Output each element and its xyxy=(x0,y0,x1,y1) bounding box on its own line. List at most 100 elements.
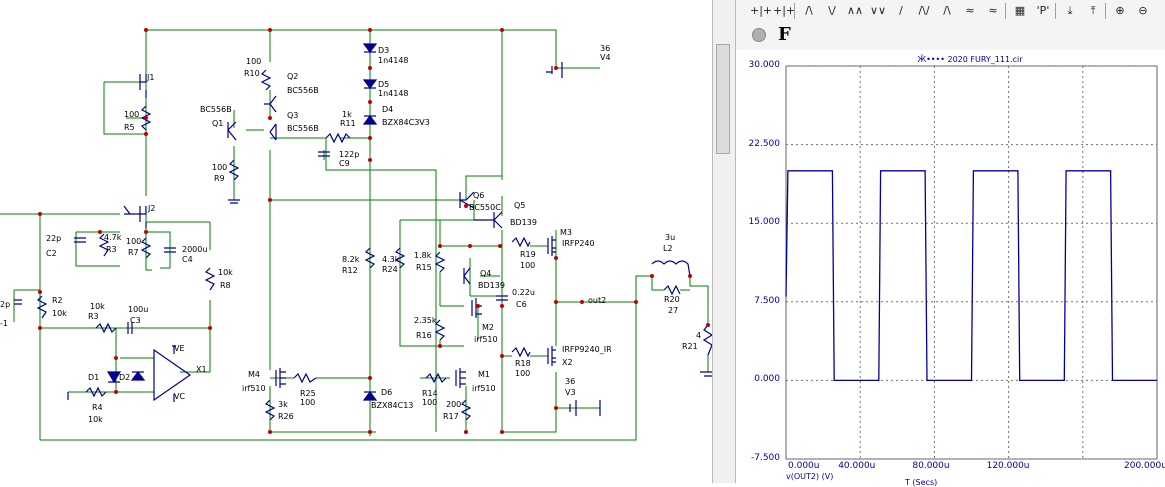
inflection-icon[interactable]: /\/ xyxy=(918,4,930,17)
schematic-label: D1 xyxy=(88,373,99,382)
schematic-label: 27 xyxy=(668,306,678,315)
schematic-label: M2 xyxy=(482,323,494,332)
schematic-label: 10k xyxy=(88,415,103,424)
schematic-label: D2 xyxy=(119,373,130,382)
schematic-label: BZX84C13 xyxy=(371,401,413,410)
schematic-canvas[interactable]: J1100R5100R10Q2BC556BBC556BQ1Q3BC556B100… xyxy=(0,0,712,483)
schematic-label: R15 xyxy=(416,263,432,272)
schematic-label: R3 xyxy=(106,245,117,254)
schematic-label: R19 xyxy=(520,250,536,259)
schematic-label: IRFP9240_IR xyxy=(562,345,612,354)
y-tick-label: 22.500 xyxy=(748,138,781,149)
y-tick-label: -7.500 xyxy=(750,453,780,463)
zoom-out-icon[interactable]: ⊖ xyxy=(1138,4,1148,17)
cursor-right-icon[interactable]: +|+ xyxy=(773,4,796,17)
schematic-label: irf510 xyxy=(474,335,498,344)
schematic-label: L2 xyxy=(663,244,673,253)
high-icon[interactable]: ∧∧ xyxy=(846,4,864,17)
point-tag-icon[interactable]: 'P' xyxy=(1036,4,1050,17)
go-to-y-icon[interactable]: ⤒ xyxy=(1090,4,1096,17)
vertical-scroll-thumb[interactable] xyxy=(716,44,730,154)
global-low-icon[interactable]: ≈ xyxy=(965,4,975,17)
schematic-label: Q3 xyxy=(287,111,298,120)
schematic-label: J2 xyxy=(147,204,155,213)
schematic-label: R5 xyxy=(124,123,135,132)
schematic-label: R20 xyxy=(664,295,680,304)
schematic-label: R7 xyxy=(128,248,139,257)
schematic-label: 4 xyxy=(696,331,701,340)
schematic-label: J1 xyxy=(146,73,154,82)
global-high-icon[interactable]: /\ xyxy=(943,4,951,17)
schematic-label: R26 xyxy=(278,412,294,421)
x-tick-label: 40.000u xyxy=(838,461,876,471)
schematic-label: irf510 xyxy=(242,384,266,393)
schematic-label: R11 xyxy=(340,119,356,128)
schematic-label: 2.35k xyxy=(414,316,437,325)
schematic-label: 100 xyxy=(422,398,437,407)
toolbar-separator xyxy=(794,3,795,19)
schematic-label: VE xyxy=(174,344,185,353)
schematic-label: X2 xyxy=(562,358,573,367)
schematic-label: R21 xyxy=(682,342,698,351)
schematic-label: M3 xyxy=(560,228,572,237)
top-icon[interactable]: ≈ xyxy=(988,4,998,17)
schematic-label: 10k xyxy=(90,302,105,311)
schematic-label: R12 xyxy=(342,266,358,275)
schematic-label: 2000u xyxy=(182,245,207,254)
cursor-left-icon[interactable]: +|+ xyxy=(750,4,773,17)
transient-plot[interactable] xyxy=(736,50,1165,483)
peak-icon[interactable]: /\ xyxy=(805,4,813,17)
schematic-label: 4.7k xyxy=(104,233,122,242)
schematic-label: 1k xyxy=(342,110,352,119)
schematic-label: R2 xyxy=(52,296,63,305)
schematic-label: R14 xyxy=(422,389,438,398)
schematic-label: X1 xyxy=(196,365,207,374)
schematic-label: C4 xyxy=(182,255,193,264)
schematic-label: 100 xyxy=(515,369,530,378)
schematic-label: 1n4148 xyxy=(378,89,409,98)
settings-gear-icon[interactable] xyxy=(752,28,766,42)
schematic-label: R8 xyxy=(220,281,231,290)
schematic-label: V3 xyxy=(565,388,576,397)
series-line[interactable] xyxy=(785,170,1157,382)
schematic-label: BD139 xyxy=(478,281,505,290)
schematic-label: C3 xyxy=(130,316,141,325)
plot-toolbar: +|++|+ /\ \/ ∧∧ ∨∨ / /\/ /\ ≈ ≈ ▦ 'P' ⤓ ⤒ ⊕ ⊖ xyxy=(736,0,1165,23)
schematic-label: C9 xyxy=(339,159,350,168)
font-button[interactable]: F xyxy=(778,24,791,45)
schematic-label: irf510 xyxy=(472,384,496,393)
valley-icon[interactable]: \/ xyxy=(828,4,836,17)
schematic-label: R24 xyxy=(382,265,398,274)
x-tick-label: 80.000u xyxy=(912,461,950,471)
schematic-label: 0.22u xyxy=(512,288,535,297)
slope-icon[interactable]: / xyxy=(899,4,903,17)
schematic-label: BC556B xyxy=(287,86,319,95)
schematic-label: Q1 xyxy=(212,119,223,128)
toolbar-separator xyxy=(1005,3,1006,19)
schematic-label: 10k xyxy=(218,268,233,277)
schematic-label: BZX84C3V3 xyxy=(382,118,430,127)
schematic-label: 4.3k xyxy=(382,255,400,264)
y-tick-label: 7.500 xyxy=(754,295,780,306)
schematic-label: R18 xyxy=(515,359,531,368)
schematic-label: V4 xyxy=(600,53,611,62)
go-to-x-icon[interactable]: ⤓ xyxy=(1067,4,1073,17)
schematic-label: 1n4148 xyxy=(378,56,409,65)
schematic-label: 22p xyxy=(46,234,61,243)
schematic-label: Q4 xyxy=(480,269,491,278)
schematic-label: D4 xyxy=(382,105,393,114)
schematic-label: R16 xyxy=(416,331,432,340)
zoom-in-icon[interactable]: ⊕ xyxy=(1115,4,1125,17)
schematic-label: D3 xyxy=(378,46,389,55)
table-icon[interactable]: ▦ xyxy=(1014,4,1026,17)
y-tick-label: 30.000 xyxy=(748,60,781,70)
schematic-label: BC556B xyxy=(200,105,232,114)
schematic-label: C6 xyxy=(516,300,527,309)
y-tick-label: 0.000 xyxy=(754,374,780,385)
schematic-label: R4 xyxy=(92,403,103,412)
schematic-label: 100u xyxy=(128,305,148,314)
low-icon[interactable]: ∨∨ xyxy=(869,4,887,17)
plot-title: Ӂ•••• 2020 FURY_111.cir xyxy=(917,55,1023,64)
schematic-label: 1.8k xyxy=(414,251,432,260)
schematic-label: Q2 xyxy=(287,72,298,81)
